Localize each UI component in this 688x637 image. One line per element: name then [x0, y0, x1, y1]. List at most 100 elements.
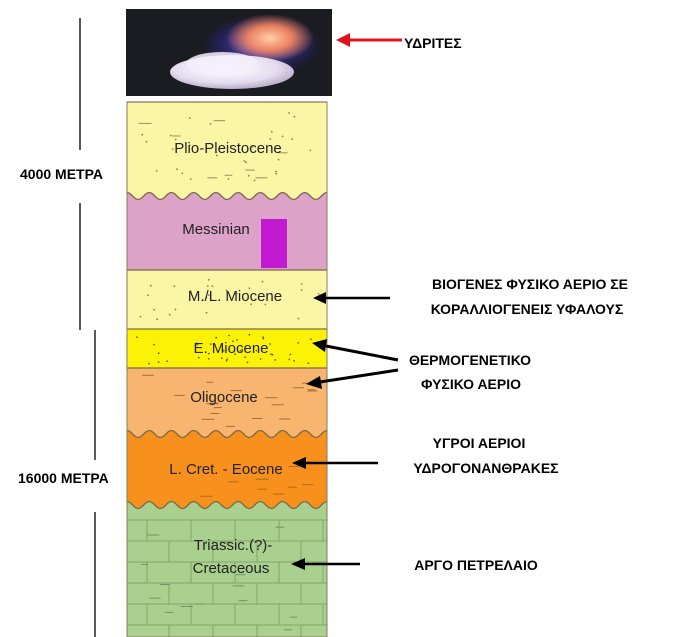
depth-label-4000: 4000 ΜΕΤΡΑ — [20, 166, 103, 182]
layer-triassic-cretaceous — [127, 501, 327, 637]
texture-dot — [248, 174, 250, 177]
texture-dot — [246, 361, 249, 364]
texture-dot — [207, 352, 210, 355]
texture-dot — [288, 112, 290, 114]
annotation-thermo-line1: ΘΕΡΜΟΓΕΝΕΤΙΚΟ — [409, 352, 531, 368]
texture-dot — [215, 154, 218, 157]
texture-dot — [156, 318, 159, 321]
texture-dot — [147, 294, 149, 297]
texture-dot — [310, 338, 312, 341]
arrow-oil-head — [291, 558, 305, 570]
texture-dot — [148, 362, 150, 365]
texture-dot — [205, 296, 208, 299]
texture-dot — [232, 340, 234, 343]
texture-dot — [207, 278, 210, 281]
layer-ml-miocene — [127, 270, 327, 329]
texture-dot — [239, 349, 242, 352]
layer-e-miocene — [127, 329, 327, 368]
texture-dot — [188, 117, 191, 119]
texture-dot — [275, 172, 278, 175]
texture-dot — [202, 299, 204, 301]
texture-dot — [234, 353, 236, 356]
arrow-thermo-emiocene-head — [312, 339, 327, 352]
texture-dot — [153, 308, 156, 311]
texture-dot — [196, 343, 199, 346]
layer-oligocene — [127, 368, 327, 438]
texture-dot — [288, 358, 291, 361]
texture-dot — [275, 170, 277, 173]
texture-dot — [300, 283, 303, 285]
label-oligocene: Oligocene — [190, 389, 258, 406]
texture-dot — [220, 357, 223, 359]
texture-dot — [157, 361, 160, 363]
texture-dot — [293, 115, 296, 118]
texture-dot — [309, 149, 312, 152]
texture-dot — [248, 333, 251, 336]
label-triassic-line1: Triassic.(?)- — [194, 537, 273, 554]
label-triassic-line2: Cretaceous — [193, 560, 270, 577]
texture-dot — [269, 343, 272, 345]
strata-boundaries — [126, 101, 328, 637]
texture-dot — [136, 336, 138, 338]
arrow-thermo-emiocene — [325, 344, 399, 362]
texture-dot — [145, 140, 148, 143]
texture-dot — [189, 290, 192, 293]
texture-dot — [176, 168, 178, 171]
texture-dot — [215, 336, 218, 339]
texture-dot — [171, 148, 174, 151]
texture-dot — [197, 356, 200, 359]
annotation-wet-line2: ΥΔΡΟΓΟΝΑΝΘΡΑΚΕΣ — [413, 460, 558, 476]
arrow-hydrates-head — [336, 33, 350, 47]
texture-dot — [245, 161, 247, 164]
texture-dot — [241, 348, 244, 351]
texture-dot — [211, 285, 214, 288]
texture-dot — [248, 287, 251, 290]
texture-dot — [209, 343, 212, 345]
strata-boundary-line — [126, 500, 328, 510]
texture-dot — [174, 308, 177, 311]
texture-dot — [259, 358, 262, 360]
texture-dot — [155, 170, 158, 172]
texture-dot — [225, 359, 228, 362]
strata-boundary-line — [126, 191, 328, 201]
label-lcret-eocene: L. Cret. - Eocene — [169, 461, 282, 478]
texture-dot — [228, 334, 231, 337]
texture-dot — [206, 285, 209, 287]
flame-orange — [226, 14, 314, 62]
texture-dot — [274, 359, 277, 361]
annotation-hydrates: ΥΔΡΙΤΕΣ — [404, 35, 462, 51]
texture-dot — [264, 303, 267, 306]
texture-dot — [188, 144, 191, 147]
annotation-oil: ΑΡΓΟ ΠΕΤΡΕΛΑΙΟ — [414, 557, 538, 573]
texture-dot — [262, 336, 264, 339]
texture-dot — [141, 133, 144, 136]
annotation-biogenic-line2: ΚΟΡΑΛΛΙΟΓΕΝΕΙΣ ΥΦΑΛΟΥΣ — [431, 301, 624, 317]
annotation-wet-line1: ΥΓΡΟΙ ΑΕΡΙΟΙ — [433, 435, 526, 451]
texture-dot — [139, 315, 142, 318]
texture-dot — [174, 138, 177, 141]
texture-dot — [300, 289, 303, 291]
texture-dot — [244, 356, 247, 358]
texture-dot — [289, 353, 292, 356]
texture-dot — [235, 292, 238, 295]
texture-dot — [253, 179, 256, 182]
texture-dot — [250, 303, 253, 306]
texture-dot — [166, 360, 169, 363]
label-ml-miocene: M./L. Miocene — [188, 288, 282, 305]
arrow-thermo-oligocene — [319, 368, 399, 384]
texture-dot — [225, 289, 228, 292]
texture-dot — [215, 151, 218, 154]
texture-dot — [195, 342, 198, 345]
annotation-thermo-line2: ΦΥΣΙΚΟ ΑΕΡΙΟ — [421, 376, 521, 392]
texture-dot — [173, 285, 176, 288]
texture-dot — [153, 343, 156, 346]
texture-dot — [168, 313, 171, 316]
texture-dot — [293, 360, 295, 362]
texture-dot — [270, 353, 272, 356]
texture-dot — [207, 294, 210, 296]
texture-dot — [269, 138, 272, 140]
hydrate-ice-top — [186, 52, 258, 76]
texture-dot — [261, 280, 264, 283]
annotation-arrows — [291, 33, 402, 570]
